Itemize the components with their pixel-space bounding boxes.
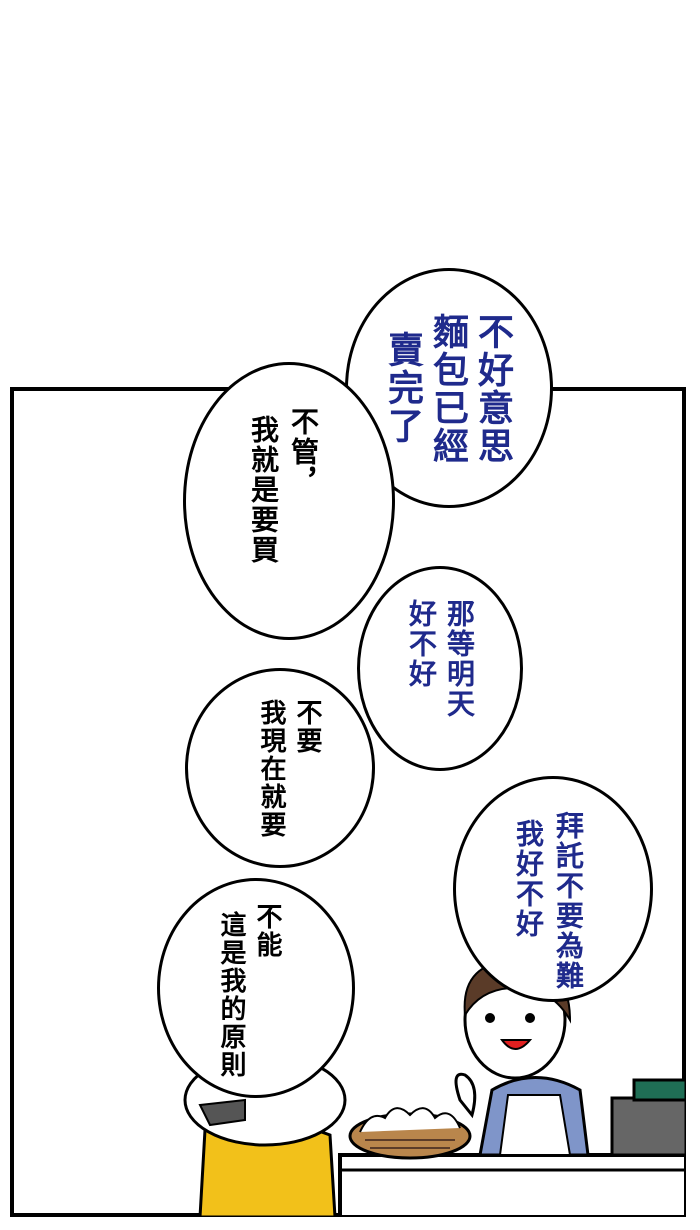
- speech-bubble-kid-now: 不要 我現在就要: [185, 668, 375, 868]
- bubble-text-col-1: 那等明天: [443, 599, 476, 719]
- bubble-text-col-2: 好不好: [405, 599, 438, 689]
- speech-bubble-clerk-sorry: 不好意思 麵包已經 賣完了: [345, 268, 553, 508]
- bubble-text-col-2: 我現在就要: [256, 699, 286, 839]
- bubble-text-col-1: 不要: [292, 699, 322, 755]
- bubble-text-col-2: 這是我的原則: [216, 911, 246, 1079]
- speech-bubble-kid-insist: 不管， 我就是要買: [183, 362, 395, 640]
- bubble-text-col-1: 不好意思: [472, 313, 513, 465]
- bubble-text-col-1: 不能: [252, 903, 282, 959]
- bubble-text-col-1: 拜託不要為難: [552, 811, 585, 991]
- bubble-text-col-3: 賣完了: [382, 331, 423, 445]
- cash-register: [610, 1096, 686, 1157]
- speech-bubble-clerk-tomorrow: 那等明天 好不好: [357, 566, 523, 771]
- bubble-text-col-2: 我好不好: [512, 819, 545, 939]
- bubble-text-col-2: 我就是要買: [247, 415, 280, 565]
- speech-bubble-clerk-please: 拜託不要為難 我好不好: [453, 776, 653, 1002]
- counter: [338, 1153, 686, 1217]
- speech-bubble-kid-principle: 不能 這是我的原則: [157, 878, 355, 1098]
- bubble-text-col-2: 麵包已經: [427, 313, 468, 465]
- bubble-text-col-1: 不管，: [287, 407, 320, 497]
